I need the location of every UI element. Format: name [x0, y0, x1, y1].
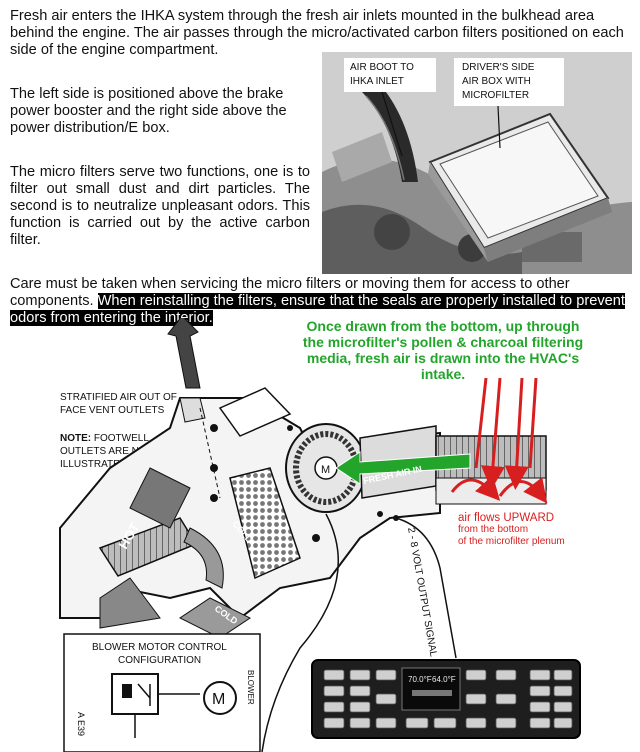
label-note-rest: FOOTWELL: [91, 433, 149, 444]
red-annotation-line1: air flows UPWARD: [458, 512, 555, 524]
paragraph-intro: Fresh air enters the IHKA system through…: [10, 8, 624, 58]
panel-temp-left: 70.0°F: [408, 675, 432, 684]
red-annotation-line3: of the microfilter plenum: [458, 536, 565, 547]
red-airflow-arrows: [450, 377, 548, 504]
label-blower-control-line1: BLOWER MOTOR CONTROL: [92, 642, 227, 653]
label-blower-control-line2: CONFIGURATION: [118, 655, 201, 666]
hvac-diagram: STRATIFIED AIR OUT OF FACE VENT OUTLETS …: [59, 318, 581, 752]
panel-temp-right: 64.0°F: [432, 675, 456, 684]
heater-core: [229, 467, 301, 580]
servicing-caution-text: Care must be taken when servicing the mi…: [10, 276, 570, 309]
paragraph-servicing: Care must be taken when servicing the mi…: [10, 276, 630, 327]
red-annotation-line2: from the bottom: [458, 524, 529, 535]
hvac-housing: [59, 387, 441, 639]
red-annotation: air flows UPWARD from the bottom of the …: [458, 512, 628, 548]
photo-label-air-boot-line1: AIR BOOT TO: [350, 62, 414, 73]
paragraph-filter-locations: The left side is positioned above the br…: [10, 86, 287, 136]
blower-motor-control-box: BLOWER MOTOR CONTROL CONFIGURATION M BLO…: [63, 633, 261, 752]
blower-wheel: M: [285, 423, 367, 513]
photo-label-air-boot-line2: IHKA INLET: [350, 76, 404, 87]
blower-wheel-motor-label: M: [321, 464, 330, 476]
engine-bay-photo: AIR BOOT TO IHKA INLET DRIVER'S SIDE AIR…: [322, 52, 632, 274]
label-volt-signal: 2 - 8 VOLT OUTPUT SIGNAL: [405, 527, 439, 658]
motor-symbol-label: M: [212, 691, 225, 708]
climate-control-panel: 70.0°F 64.0°F: [311, 659, 581, 739]
microfilter-box: [428, 112, 612, 262]
label-stratified-line2: FACE VENT OUTLETS: [60, 405, 165, 416]
label-blower-vertical: BLOWER: [246, 670, 255, 705]
photo-label-airbox-line2: AIR BOX WITH: [462, 76, 531, 87]
green-annotation: Once drawn from the bottom, up through t…: [302, 318, 584, 382]
fresh-air-arrow: [335, 451, 471, 485]
svg-text:NOTE: FOOTWELL: NOTE: FOOTWELL: [60, 433, 149, 444]
label-e39-vertical: A E39: [76, 712, 86, 736]
paragraph-filter-functions: The micro filters serve two functions, o…: [10, 164, 310, 248]
label-note-bold: NOTE:: [60, 433, 91, 444]
label-note-line3: ILLUSTRATED: [60, 459, 127, 470]
label-stratified-line1: STRATIFIED AIR OUT OF: [60, 392, 177, 403]
photo-label-airbox-line3: MICROFILTER: [462, 90, 529, 101]
label-note-line2: OUTLETS ARE NOT: [60, 446, 153, 457]
photo-label-airbox-line1: DRIVER'S SIDE: [462, 62, 535, 73]
